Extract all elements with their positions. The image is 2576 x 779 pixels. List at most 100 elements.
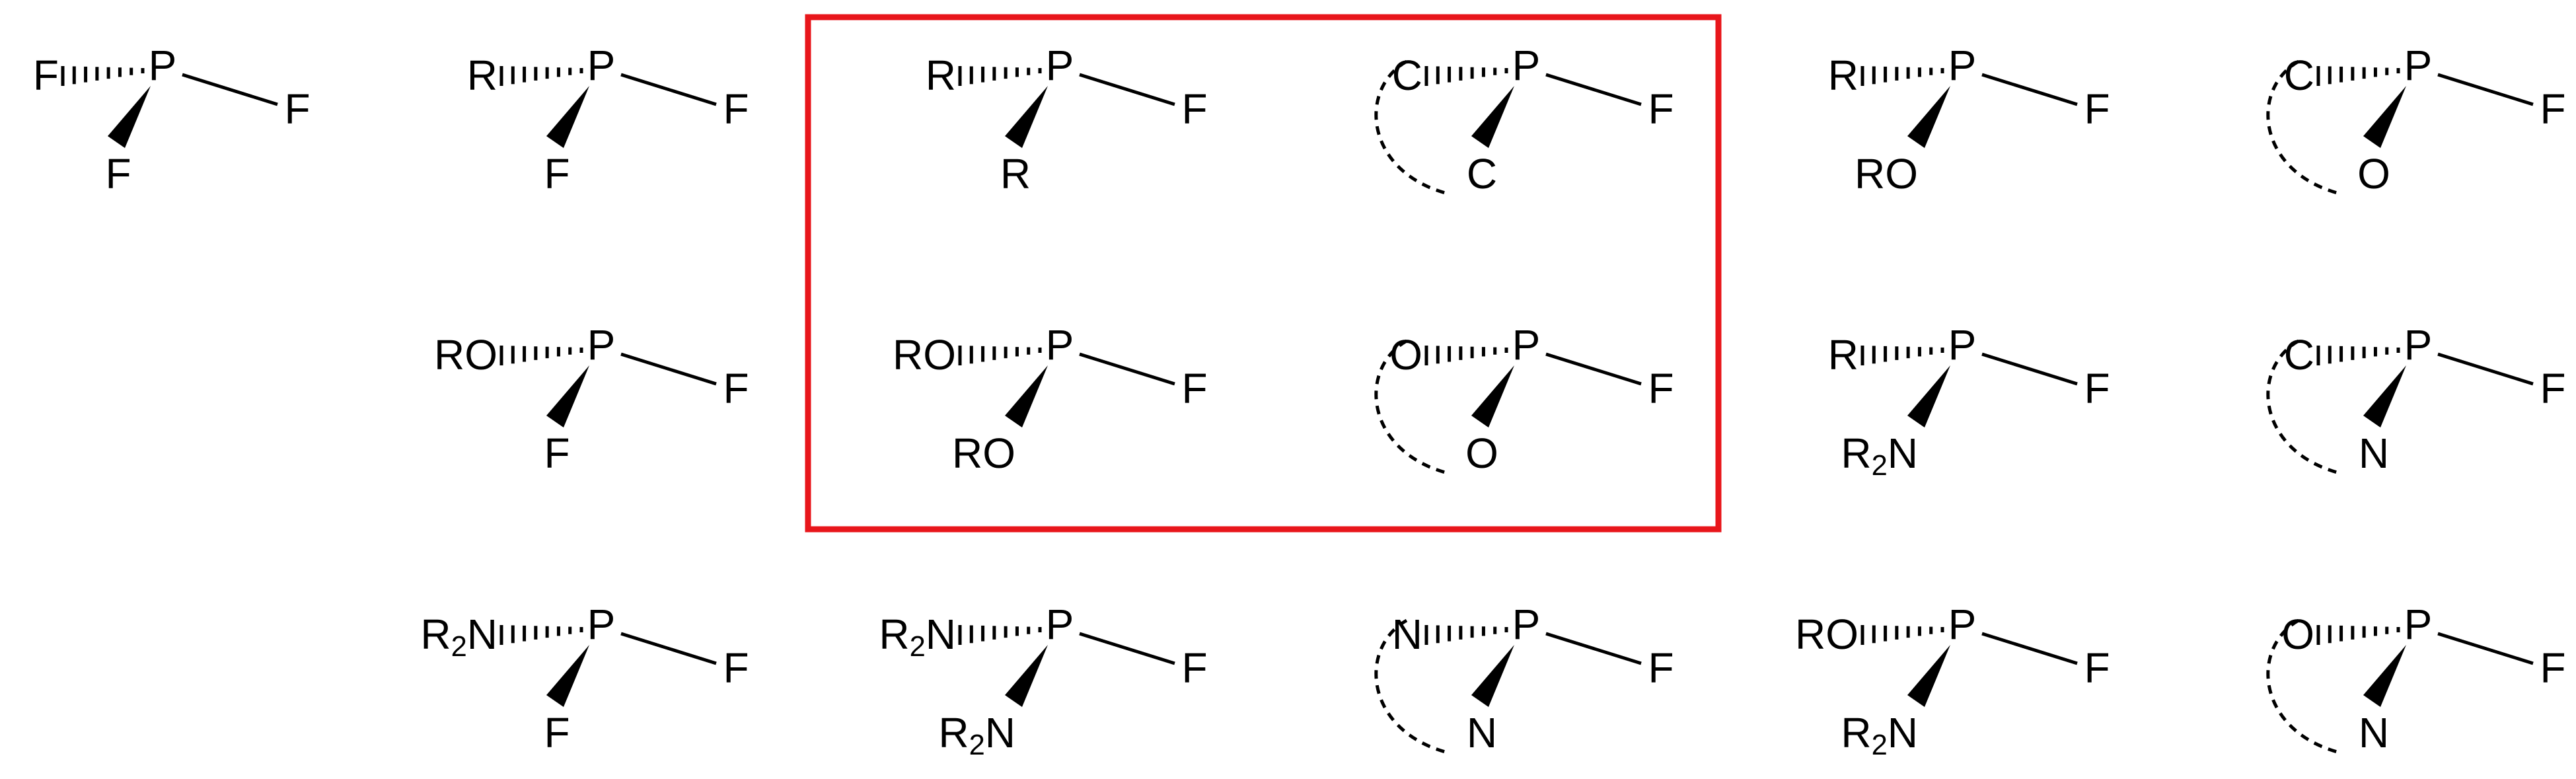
front-substituent: N bbox=[1467, 709, 1497, 757]
molecule-ro-r2n-pf: P F RO R2N bbox=[1795, 601, 2110, 761]
phosphorus-atom: P bbox=[1046, 42, 1074, 89]
hashed-wedge-bond bbox=[2316, 346, 2400, 365]
molecule-cyclic-cc-pf: P F C C bbox=[1374, 42, 1674, 198]
solid-wedge-bond bbox=[1005, 365, 1048, 427]
back-substituent: N bbox=[1392, 611, 1422, 658]
phosphorus-atom: P bbox=[1948, 321, 1977, 369]
hashed-wedge-bond bbox=[958, 346, 1042, 365]
single-bond bbox=[620, 73, 717, 106]
phosphorus-atom: P bbox=[587, 42, 616, 89]
front-substituent: F bbox=[544, 429, 570, 477]
hashed-wedge-bond bbox=[1860, 625, 1944, 645]
ring-dashed-arc bbox=[2266, 618, 2343, 755]
right-substituent: F bbox=[1181, 85, 1207, 133]
solid-wedge-bond bbox=[2363, 645, 2406, 707]
single-bond bbox=[1079, 632, 1175, 665]
front-substituent: F bbox=[544, 709, 570, 757]
back-substituent: RO bbox=[434, 331, 497, 379]
right-substituent: F bbox=[1648, 85, 1674, 133]
single-bond bbox=[2437, 632, 2534, 665]
single-bond bbox=[620, 352, 717, 386]
front-substituent: R2N bbox=[938, 709, 1015, 761]
back-substituent: O bbox=[2281, 611, 2314, 658]
right-substituent: F bbox=[1181, 365, 1207, 412]
right-substituent: F bbox=[1181, 644, 1207, 692]
hashed-wedge-bond bbox=[1424, 66, 1508, 86]
back-substituent: C bbox=[1392, 52, 1422, 99]
back-substituent: R bbox=[1828, 52, 1858, 99]
front-substituent: C bbox=[1467, 150, 1497, 198]
right-substituent: F bbox=[723, 644, 749, 692]
solid-wedge-bond bbox=[1005, 86, 1048, 148]
ring-dashed-arc bbox=[1374, 59, 1451, 196]
phosphorus-atom: P bbox=[1512, 42, 1541, 89]
single-bond bbox=[620, 632, 717, 665]
right-substituent: F bbox=[2540, 85, 2565, 133]
back-substituent: C bbox=[2284, 331, 2314, 379]
solid-wedge-bond bbox=[1907, 86, 1950, 148]
back-substituent: R bbox=[467, 52, 497, 99]
right-substituent: F bbox=[723, 365, 749, 412]
right-substituent: F bbox=[2084, 85, 2110, 133]
front-substituent: RO bbox=[1855, 150, 1918, 198]
front-substituent: N bbox=[2359, 429, 2389, 477]
solid-wedge-bond bbox=[1907, 645, 1950, 707]
front-substituent: R2N bbox=[1841, 429, 1918, 482]
front-substituent: RO bbox=[952, 429, 1015, 477]
molecule-grid: P F F F P F R F P F R R P F C C P F R RO P F C O P F RO F P F RO RO PFOO… bbox=[33, 42, 2566, 761]
solid-wedge-bond bbox=[2363, 86, 2406, 148]
ring-dashed-arc bbox=[2266, 59, 2343, 196]
phosphorus-atom: P bbox=[1512, 601, 1541, 648]
phosphorus-atom: P bbox=[587, 601, 616, 648]
hashed-wedge-bond bbox=[1424, 346, 1508, 365]
single-bond bbox=[1545, 632, 1642, 665]
solid-wedge-bond bbox=[1005, 645, 1048, 707]
front-substituent: O bbox=[2357, 150, 2390, 198]
solid-wedge-bond bbox=[546, 365, 589, 427]
right-substituent: F bbox=[2540, 365, 2565, 412]
single-bond bbox=[1545, 73, 1642, 106]
phosphorus-atom: P bbox=[1046, 601, 1074, 648]
hashed-wedge-bond bbox=[499, 66, 583, 86]
solid-wedge-bond bbox=[1471, 645, 1514, 707]
molecule-cyclic-cn-pf: P F C N bbox=[2266, 321, 2566, 477]
hashed-wedge-bond bbox=[499, 346, 583, 365]
hashed-wedge-bond bbox=[1424, 625, 1508, 645]
solid-wedge-bond bbox=[1471, 86, 1514, 148]
single-bond bbox=[182, 73, 278, 106]
phosphorus-atom: P bbox=[149, 42, 177, 89]
single-bond bbox=[2437, 352, 2534, 386]
front-substituent: F bbox=[105, 150, 131, 198]
right-substituent: F bbox=[723, 85, 749, 133]
single-bond bbox=[1981, 73, 2078, 106]
hashed-wedge-bond bbox=[958, 625, 1042, 645]
back-substituent: C bbox=[2284, 52, 2314, 99]
back-substituent: R bbox=[1828, 331, 1858, 379]
right-substituent: F bbox=[2084, 644, 2110, 692]
phosphorus-atom: P bbox=[2404, 321, 2433, 369]
solid-wedge-bond bbox=[1907, 365, 1950, 427]
single-bond bbox=[1545, 352, 1642, 386]
single-bond bbox=[1981, 352, 2078, 386]
right-substituent: F bbox=[2084, 365, 2110, 412]
back-substituent: RO bbox=[893, 331, 956, 379]
solid-wedge-bond bbox=[1471, 365, 1514, 427]
back-substituent: R bbox=[926, 52, 956, 99]
phosphorus-atom: P bbox=[1948, 601, 1977, 648]
front-substituent: R2N bbox=[1841, 709, 1918, 761]
single-bond bbox=[1079, 352, 1175, 386]
front-substituent: N bbox=[2359, 709, 2389, 757]
solid-wedge-bond bbox=[546, 645, 589, 707]
single-bond bbox=[1079, 73, 1175, 106]
solid-wedge-bond bbox=[2363, 365, 2406, 427]
back-substituent: RO bbox=[1795, 611, 1858, 658]
hashed-wedge-bond bbox=[958, 66, 1042, 86]
